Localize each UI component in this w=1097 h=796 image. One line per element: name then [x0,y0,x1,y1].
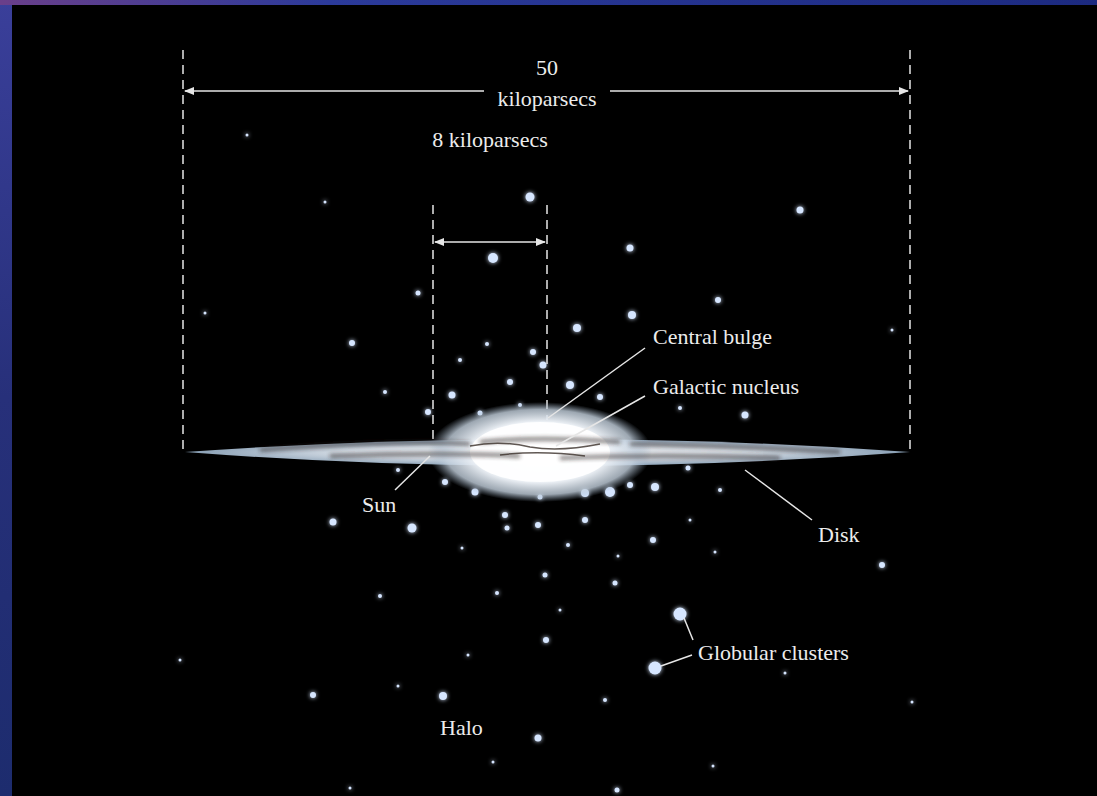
frame-strip [0,0,1097,5]
part-label: Galactic nucleus [653,371,799,402]
part-label: Globular clusters [698,637,849,668]
dimension-label: 50 kiloparsecs [484,52,610,114]
dimension-lines [183,50,910,452]
frame-strip [0,0,12,796]
part-label: Halo [440,712,483,743]
dimension-label: 8 kiloparsecs [427,124,553,155]
galaxy [185,402,910,502]
part-label: Disk [818,519,860,550]
part-label: Sun [362,489,396,520]
leader-lines [395,348,812,666]
part-label: Central bulge [653,321,772,352]
halo-stars [179,134,914,793]
